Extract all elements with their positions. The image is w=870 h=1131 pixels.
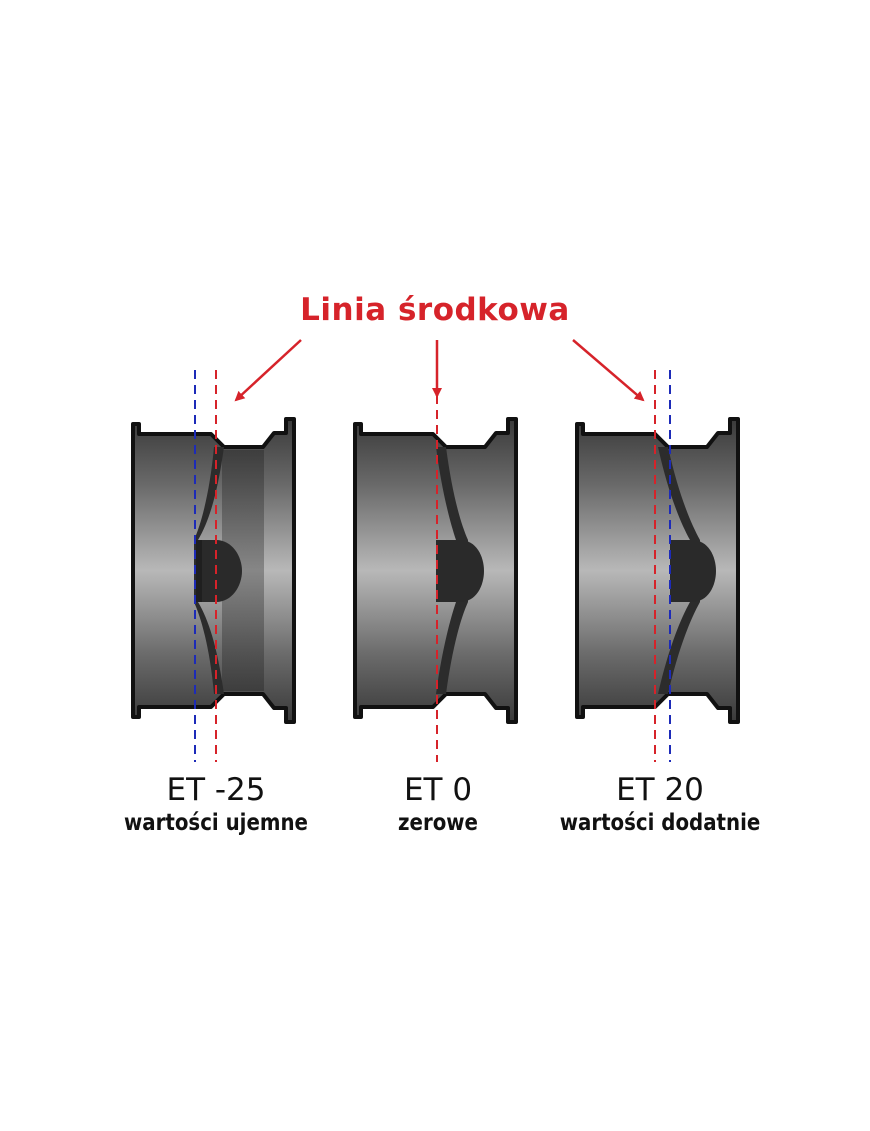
caption-negative: ET -25 wartości ujemne <box>86 772 346 838</box>
wheel-zero-offset <box>353 417 518 724</box>
arrow-left <box>234 339 302 402</box>
arrow-right <box>572 339 645 402</box>
offset-code-2: ET 0 <box>403 772 473 808</box>
reference-lines <box>194 370 671 762</box>
wheel-positive-offset <box>575 417 740 724</box>
wheel-negative-offset <box>131 417 296 724</box>
offset-description-3: wartości dodatnie <box>559 810 761 836</box>
caption-positive: ET 20 wartości dodatnie <box>530 772 790 838</box>
offset-description-1: wartości ujemne <box>124 810 308 836</box>
centerline-title: Linia środkowa <box>300 292 570 328</box>
offset-description-2: zerowe <box>398 810 478 836</box>
offset-code-1: ET -25 <box>166 772 266 808</box>
offset-code-3: ET 20 <box>616 772 704 808</box>
caption-zero: ET 0 zerowe <box>308 772 568 838</box>
pointer-arrows <box>234 339 645 402</box>
